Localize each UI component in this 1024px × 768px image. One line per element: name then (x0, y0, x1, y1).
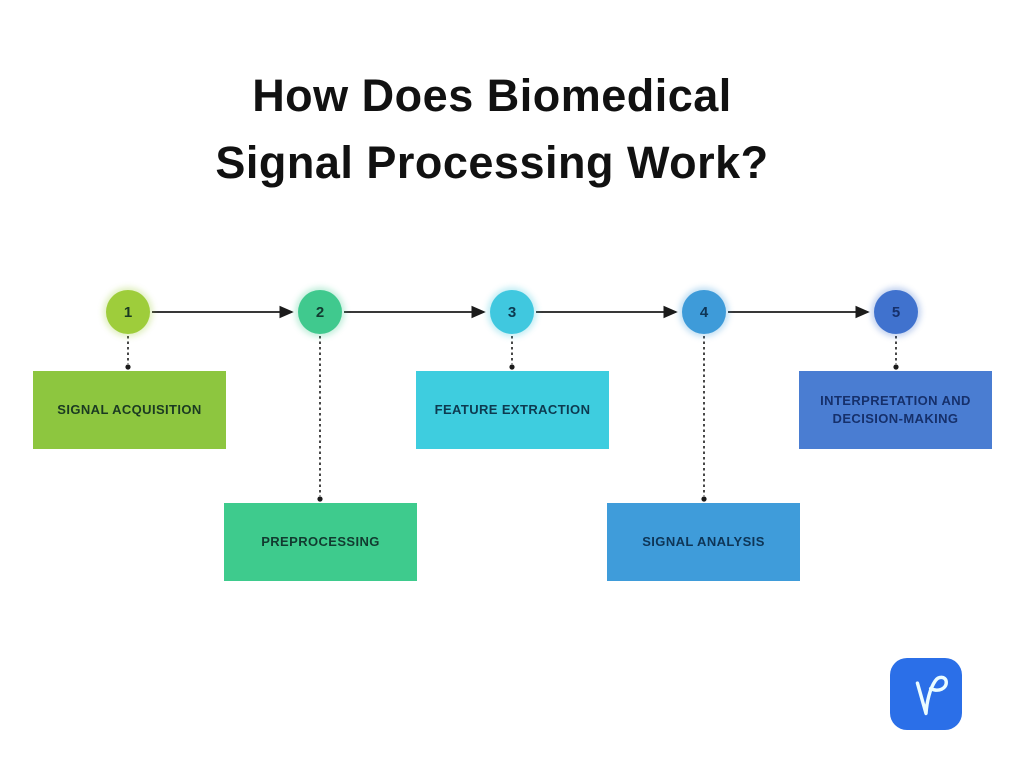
step-box-label: INTERPRETATION AND DECISION-MAKING (820, 393, 971, 426)
step-box-feature-extraction: FEATURE EXTRACTION (416, 371, 609, 449)
step-circle-5: 5 (874, 290, 918, 334)
step-box-label: FEATURE EXTRACTION (434, 402, 591, 417)
step-box-signal-acquisition: SIGNAL ACQUISITION (33, 371, 226, 449)
step-circle-4: 4 (682, 290, 726, 334)
step-box-label: SIGNAL ACQUISITION (57, 402, 202, 417)
step-box-interpretation-decision-making: INTERPRETATION AND DECISION-MAKING (799, 371, 992, 449)
connector-step2-dot (317, 496, 323, 502)
step-circle-2: 2 (298, 290, 342, 334)
connector-step4-dot (701, 496, 707, 502)
step-box-label: PREPROCESSING (261, 534, 380, 549)
connector-step1-dot (125, 364, 131, 370)
page-title: How Does Biomedical Signal Processing Wo… (0, 62, 1004, 196)
connector-step3-dot (509, 364, 515, 370)
step-number-1: 1 (123, 303, 133, 321)
step-box-label: SIGNAL ANALYSIS (642, 534, 765, 549)
step-number-5: 5 (891, 303, 901, 321)
step-circle-3: 3 (490, 290, 534, 334)
page-title-line2: Signal Processing Work? (215, 137, 769, 188)
brand-logo (890, 658, 962, 730)
connector-step5-dot (893, 364, 899, 370)
step-number-4: 4 (699, 303, 709, 321)
step-box-preprocessing: PREPROCESSING (224, 503, 417, 581)
step-number-2: 2 (315, 303, 325, 321)
step-box-signal-analysis: SIGNAL ANALYSIS (607, 503, 800, 581)
page-title-line1: How Does Biomedical (252, 70, 732, 121)
step-circle-1: 1 (106, 290, 150, 334)
squiggle-logo-icon (915, 675, 948, 716)
step-number-3: 3 (507, 303, 517, 321)
